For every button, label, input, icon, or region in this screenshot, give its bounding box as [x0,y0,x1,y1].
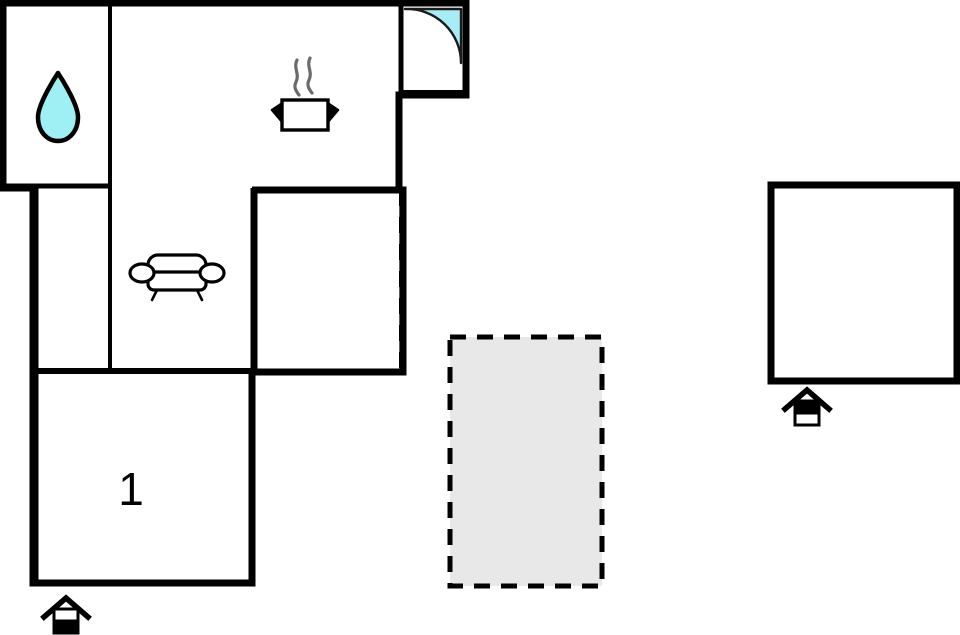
sofa-armrest-right [198,262,226,284]
water-drop-shape [35,70,81,144]
entrance-annex-body-upper [793,399,821,415]
annex-building-exterior-wall [767,181,960,385]
open-terrace [447,334,605,589]
main-building-wall-corrections [250,95,403,375]
entrance-marker-annex [781,386,833,427]
sofa-seat [146,270,208,292]
sofa-armrest-left [128,262,156,284]
shower-tray-icon [403,7,463,65]
annex-room-fill [771,185,957,381]
entrance-marker-main [40,594,92,635]
main-building-interior-walls [3,3,466,583]
pot-steam-right [306,56,314,95]
sofa-icon [128,253,226,302]
bedroom-1-fill [33,370,252,583]
open-terrace-dashed-border [447,334,605,589]
entrance-main-roof [40,594,92,621]
room-number-label: 1 [118,463,144,515]
pot-body [280,98,330,132]
shower-quarter-round-shape [403,7,463,65]
water-drop-icon [35,70,81,144]
main-building-room-fills [3,3,466,583]
entrance-main-body-lower [52,619,80,635]
entrance-annex-roof [781,386,833,413]
pot-steam-left [293,58,301,97]
open-terrace-fill [450,337,602,586]
entrance-main-body-upper [52,607,80,623]
cooking-pot-icon [270,56,340,132]
entrance-annex-body-lower [793,411,821,427]
annex-building [767,181,960,385]
hallway-fill [33,188,109,372]
